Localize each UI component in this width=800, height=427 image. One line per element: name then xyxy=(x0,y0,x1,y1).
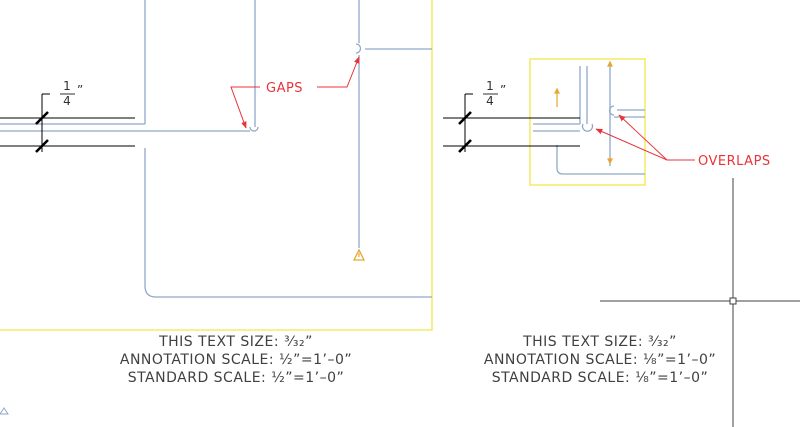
overlaps-callout[interactable]: OVERLAPS xyxy=(595,114,771,169)
right-dim-unit: ” xyxy=(500,83,506,97)
left-viewport-border[interactable] xyxy=(0,0,433,331)
left-dim-numerator: 1 xyxy=(63,79,71,93)
gaps-label: GAPS xyxy=(266,81,303,96)
left-dimension[interactable]: 1 4 ” xyxy=(0,79,135,153)
left-pipe-end-cap-2 xyxy=(355,43,362,54)
left-dim-unit: ” xyxy=(77,83,83,97)
right-dim-denominator: 4 xyxy=(486,94,494,108)
crosshair-cursor-icon xyxy=(600,178,800,427)
right-viewport-border[interactable] xyxy=(529,58,646,186)
left-note-text-size: THIS TEXT SIZE: ³⁄₃₂” xyxy=(158,334,313,350)
gaps-callout[interactable]: GAPS xyxy=(230,56,360,129)
right-dim-numerator: 1 xyxy=(486,79,494,93)
left-note-annotation-scale: ANNOTATION SCALE: ½”=1’–0” xyxy=(120,352,352,368)
right-pipes xyxy=(533,66,645,175)
right-note-annotation-scale: ANNOTATION SCALE: ⅛”=1’–0” xyxy=(484,352,716,368)
right-notes: THIS TEXT SIZE: ³⁄₃₂” ANNOTATION SCALE: … xyxy=(484,334,716,386)
right-dimension[interactable]: 1 4 ” xyxy=(443,79,580,153)
ucs-triangle-icon xyxy=(0,407,9,415)
left-pipe-end-cap-1 xyxy=(249,126,259,132)
left-detail: 1 4 ” GAPS THIS TEXT SIZE: ³⁄₃₂” ANNOTAT… xyxy=(0,0,433,415)
overlaps-label: OVERLAPS xyxy=(698,154,771,169)
left-note-standard-scale: STANDARD SCALE: ½”=1’–0” xyxy=(128,370,345,386)
warning-triangle-icon[interactable] xyxy=(352,248,366,261)
right-note-standard-scale: STANDARD SCALE: ⅛”=1’–0” xyxy=(492,370,709,386)
left-dim-denominator: 4 xyxy=(63,94,71,108)
right-note-text-size: THIS TEXT SIZE: ³⁄₃₂” xyxy=(522,334,677,350)
left-pipes xyxy=(0,0,432,298)
left-notes: THIS TEXT SIZE: ³⁄₃₂” ANNOTATION SCALE: … xyxy=(120,334,352,386)
right-orange-markers xyxy=(554,60,613,165)
right-detail: 1 4 ” OVERLAPS THIS TEXT SIZE: ³⁄₃₂” ANN… xyxy=(443,58,771,386)
